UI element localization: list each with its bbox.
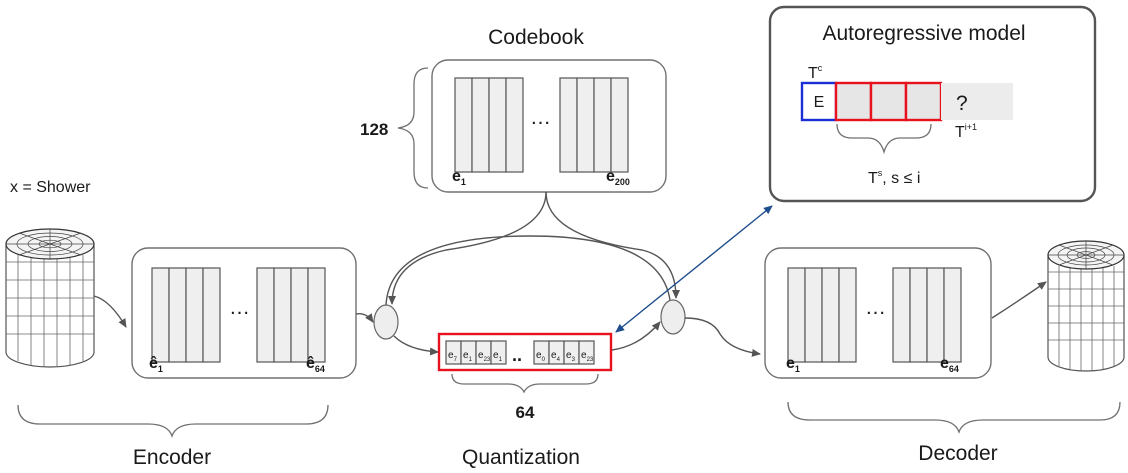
arrow-quantization-to-junction: [611, 321, 661, 351]
quantization-length-brace: [451, 373, 599, 394]
arrow-autoregressive-link: [615, 205, 773, 333]
next-token-mark: ?: [956, 92, 968, 115]
quantization-ellipsis: ..: [512, 345, 522, 365]
quantization-title: Quantization: [462, 446, 580, 469]
encoder-first-vector: ê1: [149, 355, 163, 374]
quant-code-3: e1: [493, 350, 503, 363]
quant-code-5: e4: [551, 350, 561, 363]
context-brace: [836, 123, 932, 155]
codebook-last-vector: e200: [606, 168, 630, 187]
encoder-junction-node: [373, 304, 399, 340]
quantization-code-cells-right: [533, 340, 595, 365]
encoder-brace: [17, 404, 329, 439]
arrow-cross-link: [385, 235, 671, 306]
input-label: x = Shower: [10, 179, 91, 196]
input-shower-cylinder-icon: [5, 228, 95, 368]
codebook-first-vector: e1: [452, 168, 466, 187]
quant-code-0: e7: [448, 350, 458, 363]
arrow-codebook-to-encoder-junction: [388, 191, 547, 305]
encoder-title: Encoder: [133, 446, 211, 469]
decoder-columns: [787, 267, 962, 363]
decoder-last-vector: e64: [940, 355, 959, 374]
context-label: Ts, s ≤ i: [868, 168, 920, 187]
decoder-ellipsis: …: [865, 296, 886, 319]
codebook-size-label: 128: [360, 120, 388, 139]
autoregressive-title: Autoregressive model: [822, 22, 1025, 45]
context-token-2: [869, 81, 908, 122]
quant-code-7: e23: [581, 350, 594, 363]
quant-code-2: e23: [478, 350, 491, 363]
encoder-columns: [151, 267, 326, 363]
arrow-junction-to-decoder: [684, 317, 761, 357]
condition-label: Tc: [808, 63, 823, 82]
arrow-input-to-encoder: [93, 295, 127, 328]
decoder-first-vector: e1: [786, 355, 800, 374]
arrow-decoder-to-output: [991, 281, 1047, 319]
codebook-size-brace: [397, 67, 429, 189]
encoder-ellipsis: …: [229, 296, 250, 319]
decoder-title: Decoder: [918, 442, 997, 465]
context-token-1: [834, 81, 873, 122]
codebook-ellipsis: …: [530, 106, 551, 129]
context-token-3: [904, 81, 943, 122]
quant-code-1: e1: [463, 350, 473, 363]
quant-code-4: e0: [536, 350, 546, 363]
codebook-title: Codebook: [488, 26, 584, 49]
next-token-slot: [941, 83, 1013, 120]
next-token-label: Ti+1: [955, 122, 977, 141]
arrow-junction-to-quantization: [393, 335, 439, 356]
arrow-encoder-to-junction: [355, 312, 374, 323]
condition-token-label: E: [814, 94, 825, 111]
quantization-length-label: 64: [516, 403, 535, 422]
quant-code-6: e3: [566, 350, 576, 363]
condition-token: [800, 81, 838, 122]
decoder-junction-node: [660, 299, 686, 335]
quantization-code-cells-left: [445, 340, 507, 365]
codebook-columns: [454, 77, 629, 173]
output-shower-cylinder-icon: [1047, 240, 1125, 372]
decoder-brace: [787, 401, 1121, 435]
encoder-last-vector: ê64: [306, 355, 325, 374]
